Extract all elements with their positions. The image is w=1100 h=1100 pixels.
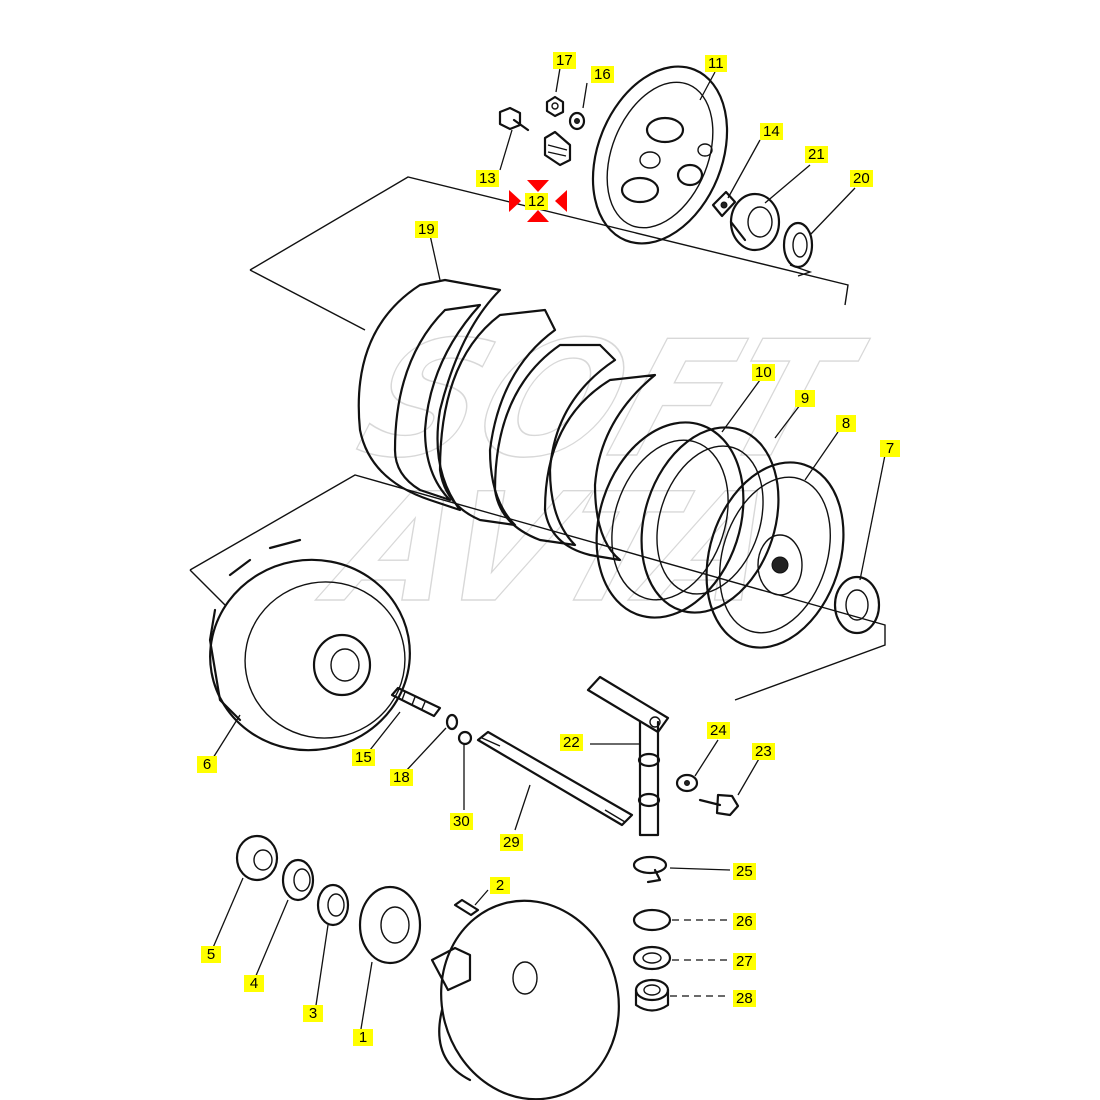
circlip-4 xyxy=(281,858,315,902)
push-rod-15 xyxy=(390,686,442,718)
callout-3: 3 xyxy=(303,1005,323,1022)
bolt-23 xyxy=(698,793,740,817)
callout-22: 22 xyxy=(560,734,583,751)
spring-25 xyxy=(632,855,668,884)
nut-21 xyxy=(729,192,781,252)
crankshaft-flywheel xyxy=(430,899,620,1100)
callout-9: 9 xyxy=(795,390,815,407)
callout-14: 14 xyxy=(760,123,783,140)
circlip-26 xyxy=(632,908,672,932)
callout-26: 26 xyxy=(733,913,756,930)
circlip-7 xyxy=(833,575,881,635)
highlight-marker xyxy=(509,180,567,222)
callout-23: 23 xyxy=(752,743,775,760)
seal-18 xyxy=(445,713,459,731)
callout-7: 7 xyxy=(880,440,900,457)
push-rod-29 xyxy=(476,730,634,827)
callout-8: 8 xyxy=(836,415,856,432)
watermark: SOFT AVTA xyxy=(303,306,882,637)
callout-15: 15 xyxy=(352,749,375,766)
key-2 xyxy=(453,898,480,917)
spring-ring-9 xyxy=(640,426,780,614)
callout-18: 18 xyxy=(390,769,413,786)
callout-30: 30 xyxy=(450,813,473,830)
ball-30 xyxy=(457,730,473,746)
oil-seal-27 xyxy=(632,945,672,971)
lock-washer-14 xyxy=(711,190,737,218)
clutch-housing-6 xyxy=(208,538,411,752)
callout-27: 27 xyxy=(733,953,756,970)
callout-16: 16 xyxy=(591,66,614,83)
leader-lines xyxy=(211,67,886,1036)
guide-lower xyxy=(189,474,886,701)
callout-17: 17 xyxy=(553,52,576,69)
bolt-13 xyxy=(498,106,530,132)
gear-1 xyxy=(358,885,422,965)
callout-21: 21 xyxy=(805,146,828,163)
callout-24: 24 xyxy=(707,722,730,739)
callout-28: 28 xyxy=(733,990,756,1007)
callout-13: 13 xyxy=(476,170,499,187)
bearing-28 xyxy=(634,978,670,1012)
callout-11: 11 xyxy=(705,55,727,72)
callout-5: 5 xyxy=(201,946,221,963)
clutch-plates xyxy=(357,278,657,562)
callout-6: 6 xyxy=(197,756,217,773)
friction-ring-10 xyxy=(595,421,745,619)
callout-10: 10 xyxy=(752,364,775,381)
spacer-5 xyxy=(235,834,279,882)
callout-2: 2 xyxy=(490,877,510,894)
callout-1: 1 xyxy=(353,1029,373,1046)
pressure-plate xyxy=(591,65,729,245)
push-lever-22 xyxy=(586,675,670,837)
nut-17 xyxy=(545,95,565,118)
callout-25: 25 xyxy=(733,863,756,880)
washer-20 xyxy=(782,221,814,277)
guide-upper-left xyxy=(249,269,366,331)
clutch-boss-8 xyxy=(705,461,845,649)
callout-20: 20 xyxy=(850,170,873,187)
washer-16 xyxy=(568,111,586,131)
callout-12: 12 xyxy=(525,193,548,210)
callout-19: 19 xyxy=(415,221,438,238)
guide-lower-left xyxy=(189,569,226,606)
spring-12 xyxy=(543,130,572,167)
washer-3 xyxy=(316,883,350,927)
washer-24 xyxy=(675,773,699,793)
callout-29: 29 xyxy=(500,834,523,851)
callout-4: 4 xyxy=(244,975,264,992)
guide-upper xyxy=(249,176,849,306)
